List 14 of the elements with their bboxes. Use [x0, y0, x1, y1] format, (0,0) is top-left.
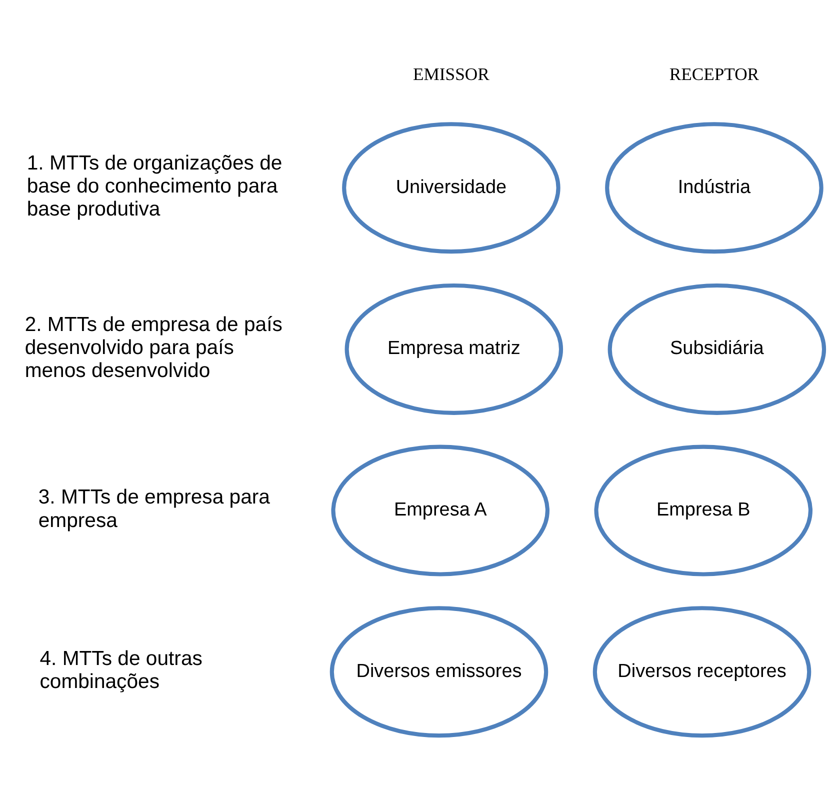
node-ellipse: Subsidiária	[608, 283, 826, 415]
node-ellipse: Diversos receptores	[592, 606, 812, 738]
node-ellipse: Empresa B	[594, 444, 812, 576]
node-ellipse: Empresa A	[331, 444, 550, 576]
node-ellipse: Diversos emissores	[330, 606, 548, 738]
node-ellipse: Universidade	[342, 122, 560, 254]
node-ellipse: Empresa matriz	[344, 283, 564, 415]
label: EMISSOR	[413, 64, 490, 84]
node-ellipse: Indústria	[605, 122, 824, 254]
label: 3. MTTs de empresa para empresa	[38, 486, 270, 532]
label: RECEPTOR	[669, 64, 760, 84]
label: 2. MTTs de empresa de país desenvolvido para país menos desenvolvido	[24, 314, 282, 382]
label: 1. MTTs de organizações de base do conhecimento para base produtiva	[26, 152, 282, 221]
label: 4. MTTs de outras combinações	[40, 648, 202, 694]
